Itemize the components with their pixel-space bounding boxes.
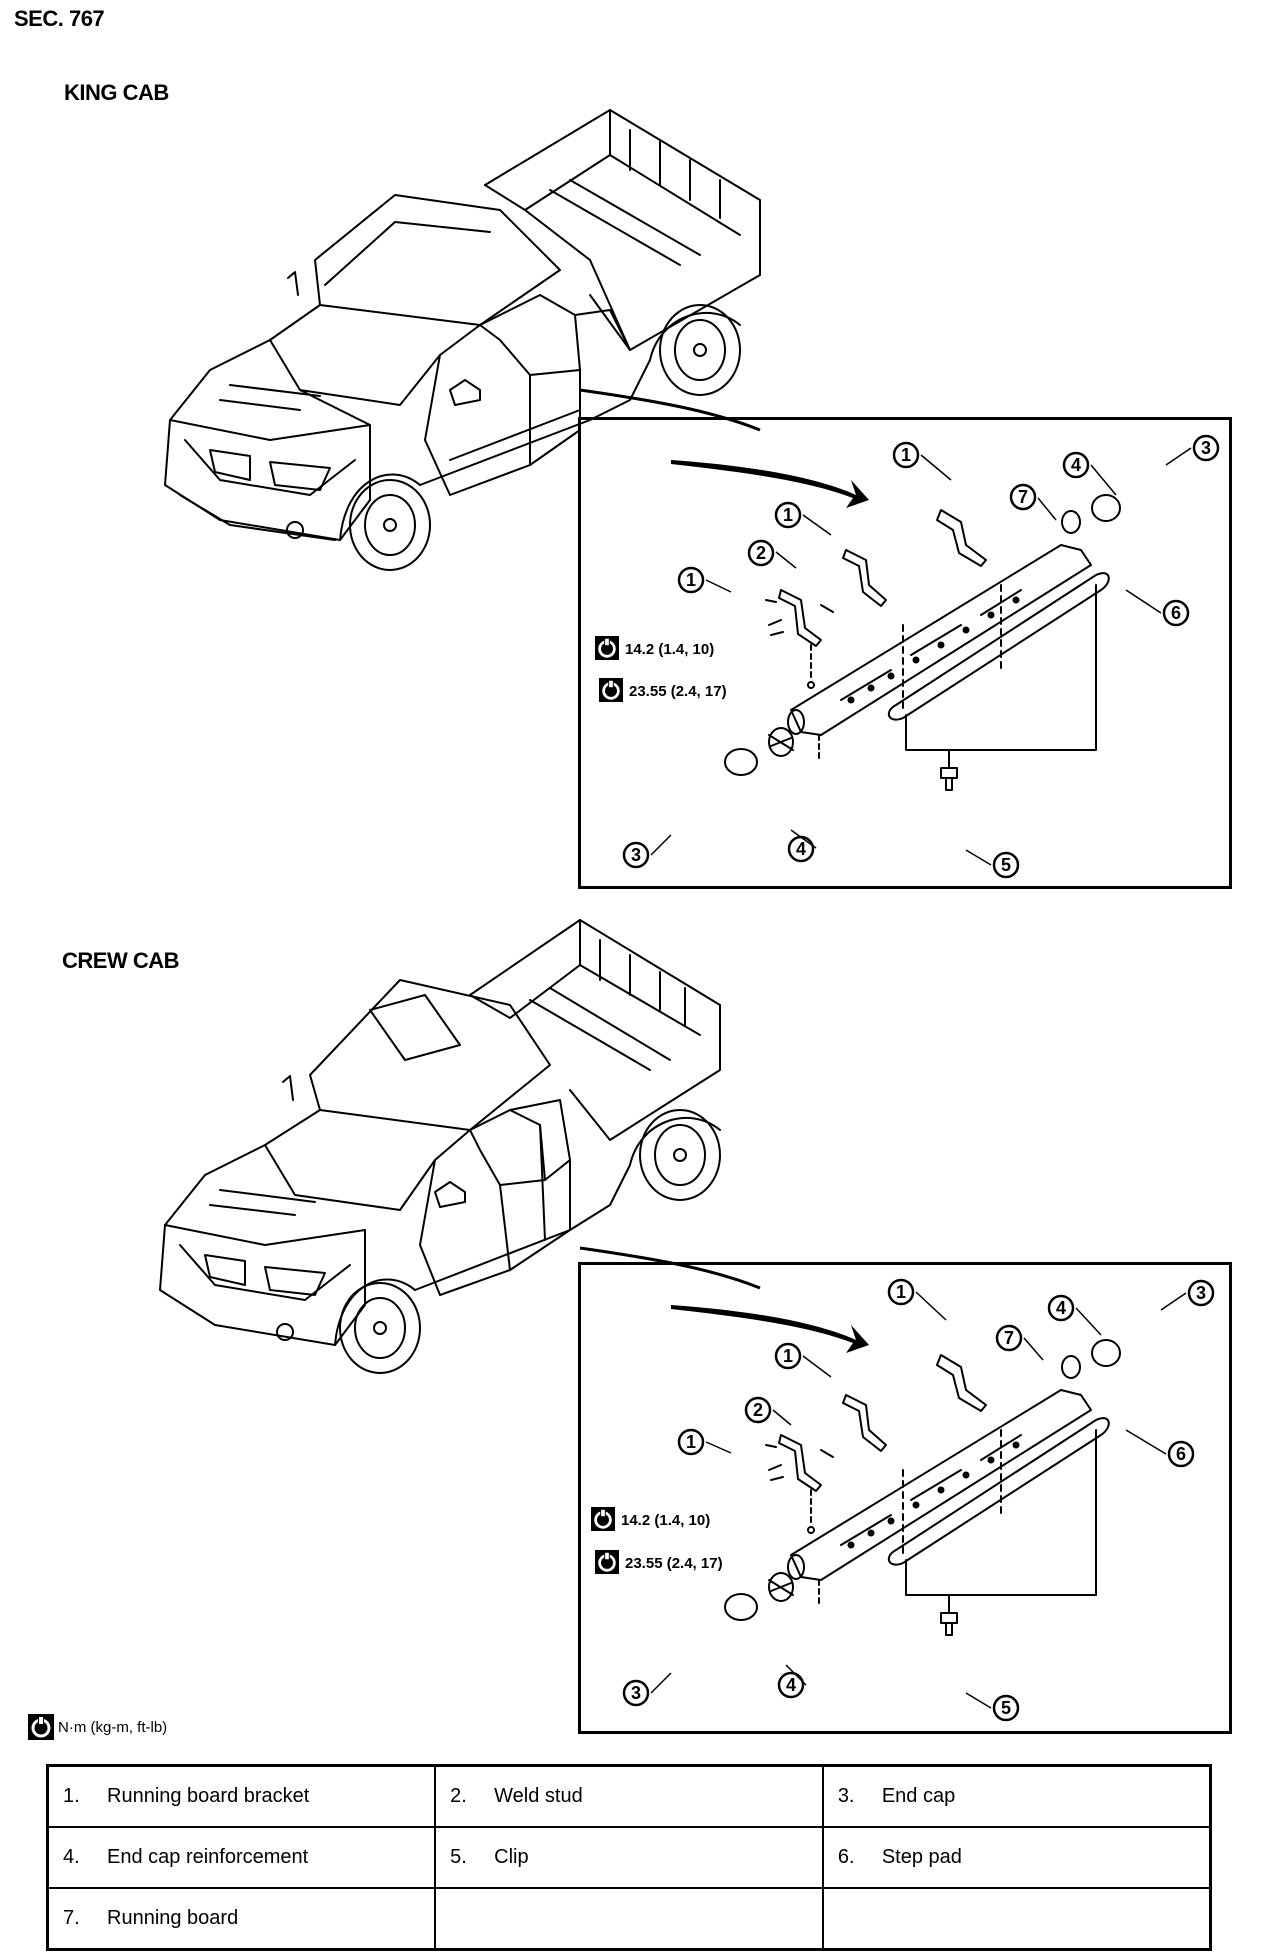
torque-value: 23.55 (2.4, 17) bbox=[629, 683, 727, 700]
table-cell: 4. End cap reinforcement bbox=[46, 1826, 437, 1889]
view-title-king-cab: KING CAB bbox=[64, 80, 169, 105]
callout: 1 bbox=[783, 1346, 793, 1366]
detail-box-crew-cab: 1 1 1 2 3 3 4 4 5 6 7 14.2 (1.4, 10) 23.… bbox=[578, 1262, 1232, 1734]
view-title-crew-cab: CREW CAB bbox=[62, 948, 180, 973]
callout: 2 bbox=[756, 543, 766, 563]
table-cell: 7. Running board bbox=[46, 1887, 437, 1951]
part-name: End cap bbox=[881, 1785, 956, 1807]
callout-layer-king-cab: 1 1 1 2 3 3 4 4 5 6 7 14.2 (1.4, 10) 23.… bbox=[595, 434, 1220, 879]
callout: 1 bbox=[896, 1282, 906, 1302]
callout: 4 bbox=[1071, 455, 1081, 475]
torque-wrench-icon bbox=[28, 1714, 54, 1740]
table-cell-empty bbox=[434, 1887, 824, 1951]
part-name: Clip bbox=[494, 1846, 529, 1868]
table-row: 7. Running board bbox=[46, 1887, 1212, 1951]
table-row: 4. End cap reinforcement 5. Clip 6. Step pa… bbox=[46, 1826, 1212, 1889]
callout: 7 bbox=[1004, 1328, 1014, 1348]
table-cell: 6. Step pad bbox=[821, 1826, 1212, 1889]
callout: 5 bbox=[1001, 1698, 1011, 1718]
callout: 4 bbox=[1056, 1298, 1066, 1318]
callout: 4 bbox=[786, 1675, 796, 1695]
callout: 1 bbox=[783, 505, 793, 525]
part-number: 3. bbox=[837, 1785, 855, 1807]
parts-table: 1. Running board bracket 2. Weld stud 3. En… bbox=[46, 1764, 1212, 1951]
unit-legend-text: N·m (kg-m, ft-lb) bbox=[58, 1718, 168, 1736]
part-name: Running board bbox=[107, 1907, 239, 1929]
callout: 1 bbox=[686, 570, 696, 590]
part-number: 1. bbox=[63, 1785, 80, 1807]
callout-layer-crew-cab: 1 1 1 2 3 3 4 4 5 6 7 14.2 (1.4, 10) 23.… bbox=[591, 1278, 1215, 1722]
part-number: 6. bbox=[837, 1846, 855, 1868]
part-number: 7. bbox=[63, 1907, 80, 1929]
part-number: 4. bbox=[63, 1846, 80, 1868]
callout: 6 bbox=[1171, 603, 1181, 623]
part-number: 5. bbox=[450, 1846, 467, 1868]
callout: 3 bbox=[631, 845, 641, 865]
torque-value: 23.55 (2.4, 17) bbox=[625, 1555, 723, 1572]
callout: 3 bbox=[1201, 438, 1211, 458]
callout: 1 bbox=[901, 445, 911, 465]
callout: 7 bbox=[1018, 487, 1028, 507]
part-name: Running board bracket bbox=[107, 1785, 310, 1807]
part-name: Weld stud bbox=[494, 1785, 583, 1807]
callout: 2 bbox=[753, 1400, 763, 1420]
table-row: 1. Running board bracket 2. Weld stud 3. En… bbox=[46, 1764, 1212, 1828]
torque-value: 14.2 (1.4, 10) bbox=[625, 641, 714, 658]
part-name: Step pad bbox=[881, 1846, 962, 1868]
callout: 6 bbox=[1176, 1444, 1186, 1464]
leader-arrow bbox=[579, 388, 761, 432]
table-cell: 1. Running board bracket bbox=[46, 1764, 437, 1828]
part-number: 2. bbox=[450, 1785, 467, 1807]
torque-value: 14.2 (1.4, 10) bbox=[621, 1512, 710, 1529]
table-cell-empty bbox=[821, 1887, 1212, 1951]
detail-box-king-cab: 1 1 1 2 3 3 4 4 5 6 7 14.2 (1.4, 10) 23.… bbox=[578, 417, 1232, 889]
section-number: SEC. 767 bbox=[14, 6, 105, 31]
callout: 1 bbox=[686, 1432, 696, 1452]
table-cell: 2. Weld stud bbox=[434, 1764, 824, 1828]
callout: 3 bbox=[631, 1683, 641, 1703]
table-cell: 3. End cap bbox=[821, 1764, 1212, 1828]
callout: 3 bbox=[1196, 1283, 1206, 1303]
callout: 5 bbox=[1001, 855, 1011, 875]
callout: 4 bbox=[796, 839, 806, 859]
part-name: End cap reinforcement bbox=[107, 1846, 309, 1868]
table-cell: 5. Clip bbox=[434, 1826, 824, 1889]
unit-legend: N·m (kg-m, ft-lb) bbox=[28, 1714, 167, 1740]
